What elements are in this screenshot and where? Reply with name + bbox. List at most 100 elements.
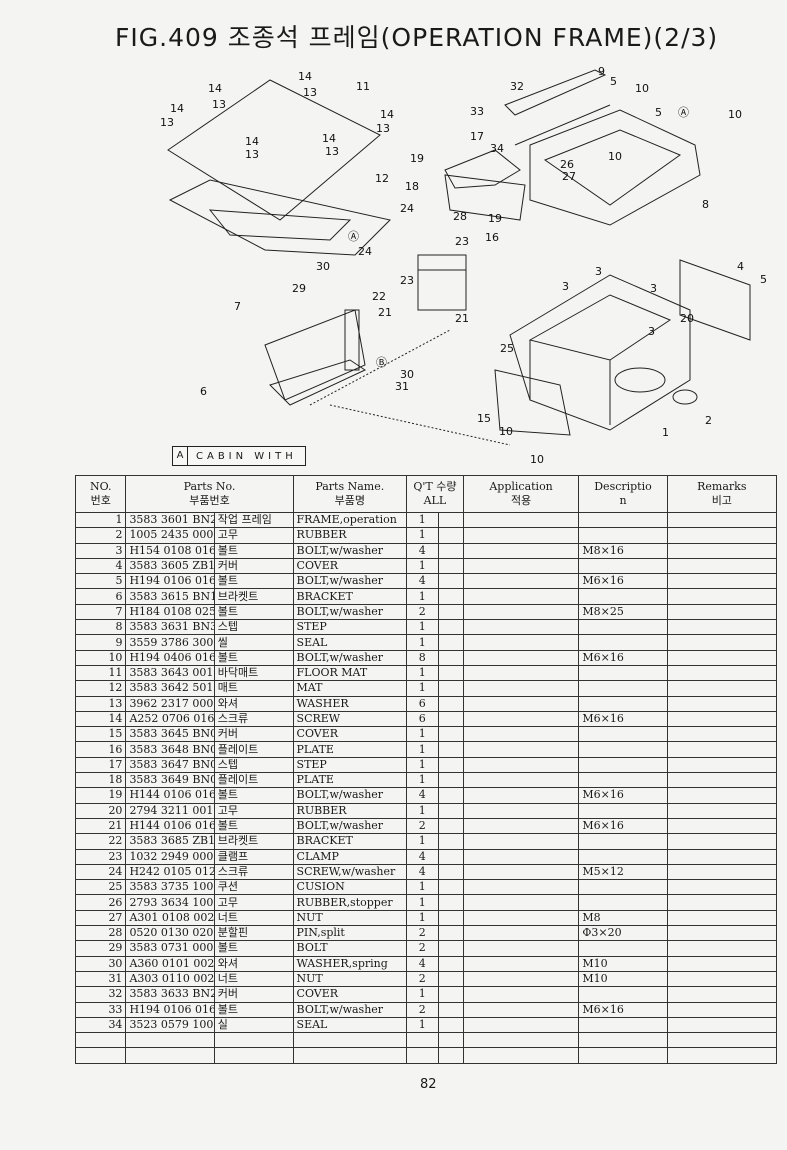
part-name-en: COVER [292, 986, 408, 1003]
qty-extra [437, 634, 464, 651]
qty-extra [437, 1016, 464, 1034]
row-number: 4 [74, 557, 127, 575]
qty-extra [437, 817, 464, 835]
remarks [666, 649, 778, 666]
blank-cell [292, 1047, 408, 1064]
part-name-kr: 커버 [213, 557, 294, 575]
part-name-kr: 스텝 [213, 756, 294, 774]
qty-extra [437, 542, 464, 559]
remarks [666, 1016, 778, 1034]
part-number: H194 0106 016 [125, 573, 215, 590]
blank-cell [578, 1047, 668, 1064]
row-number: 25 [74, 879, 127, 896]
qty-extra [437, 664, 464, 682]
application [462, 756, 580, 774]
part-name-en: COVER [292, 557, 408, 575]
remarks [666, 756, 778, 774]
application [462, 879, 580, 896]
svg-text:13: 13 [325, 145, 339, 158]
svg-text:15: 15 [477, 412, 491, 425]
description [578, 756, 668, 774]
row-number: 17 [74, 756, 127, 774]
quantity: 1 [406, 726, 439, 743]
svg-text:16: 16 [485, 231, 499, 244]
part-name-kr: 고무 [213, 527, 294, 544]
svg-text:21: 21 [455, 312, 469, 325]
quantity: 1 [406, 634, 439, 651]
parts-table: NO.번호 Parts No.부품번호 Parts Name.부품명 Q'T 수… [74, 475, 778, 1064]
header-parts-name: Parts Name.부품명 [292, 475, 408, 513]
part-number: 1005 2435 000 [125, 527, 215, 544]
svg-text:13: 13 [245, 148, 259, 161]
blank-cell [74, 1032, 127, 1049]
blank-cell [437, 1032, 464, 1049]
remarks [666, 940, 778, 957]
qty-extra [437, 802, 464, 819]
blank-cell [578, 1032, 668, 1049]
cabin-note-text: CABIN WITH [196, 450, 297, 462]
remarks [666, 879, 778, 896]
quantity: 1 [406, 619, 439, 636]
cover-shape [504, 69, 607, 116]
application [462, 787, 580, 804]
description [578, 680, 668, 697]
part-number: 3559 3786 300 [125, 634, 215, 651]
part-name-en: BOLT,w/washer [292, 1001, 408, 1018]
part-name-en: NUT [292, 909, 408, 927]
blank-cell [125, 1047, 215, 1064]
description [578, 894, 668, 911]
part-number: 3583 3642 501 [125, 680, 215, 697]
description [578, 802, 668, 819]
row-number: 32 [74, 986, 127, 1003]
header-no: NO.번호 [74, 475, 127, 513]
blank-cell [462, 1032, 580, 1049]
quantity: 1 [406, 680, 439, 697]
svg-text:26: 26 [560, 158, 574, 171]
quantity: 8 [406, 649, 439, 666]
row-number: 1 [74, 511, 127, 529]
quantity: 4 [406, 863, 439, 881]
part-name-kr: 매트 [213, 680, 294, 697]
part-name-kr: 너트 [213, 909, 294, 927]
remarks [666, 511, 778, 529]
row-number: 8 [74, 619, 127, 636]
description: M6×16 [578, 817, 668, 835]
svg-text:34: 34 [490, 142, 504, 155]
part-name-kr: 플레이트 [213, 741, 294, 758]
row-number: 20 [74, 802, 127, 819]
operation-frame-shape [509, 274, 691, 431]
part-name-kr: 커버 [213, 726, 294, 743]
description [578, 588, 668, 605]
description: M6×16 [578, 1001, 668, 1018]
svg-text:2: 2 [705, 414, 712, 427]
svg-text:10: 10 [608, 150, 622, 163]
qty-extra [437, 695, 464, 712]
blank-cell [213, 1032, 294, 1049]
remarks [666, 787, 778, 804]
application [462, 603, 580, 621]
svg-text:3: 3 [650, 282, 657, 295]
quantity: 1 [406, 802, 439, 819]
remarks [666, 619, 778, 636]
svg-text:24: 24 [358, 245, 372, 258]
part-name-en: BOLT,w/washer [292, 817, 408, 835]
part-number: 3962 2317 000 [125, 695, 215, 712]
bracket-shape [417, 254, 467, 311]
application [462, 588, 580, 605]
svg-text:22: 22 [372, 290, 386, 303]
description [578, 695, 668, 712]
remarks [666, 802, 778, 819]
description [578, 619, 668, 636]
description: M6×16 [578, 573, 668, 590]
